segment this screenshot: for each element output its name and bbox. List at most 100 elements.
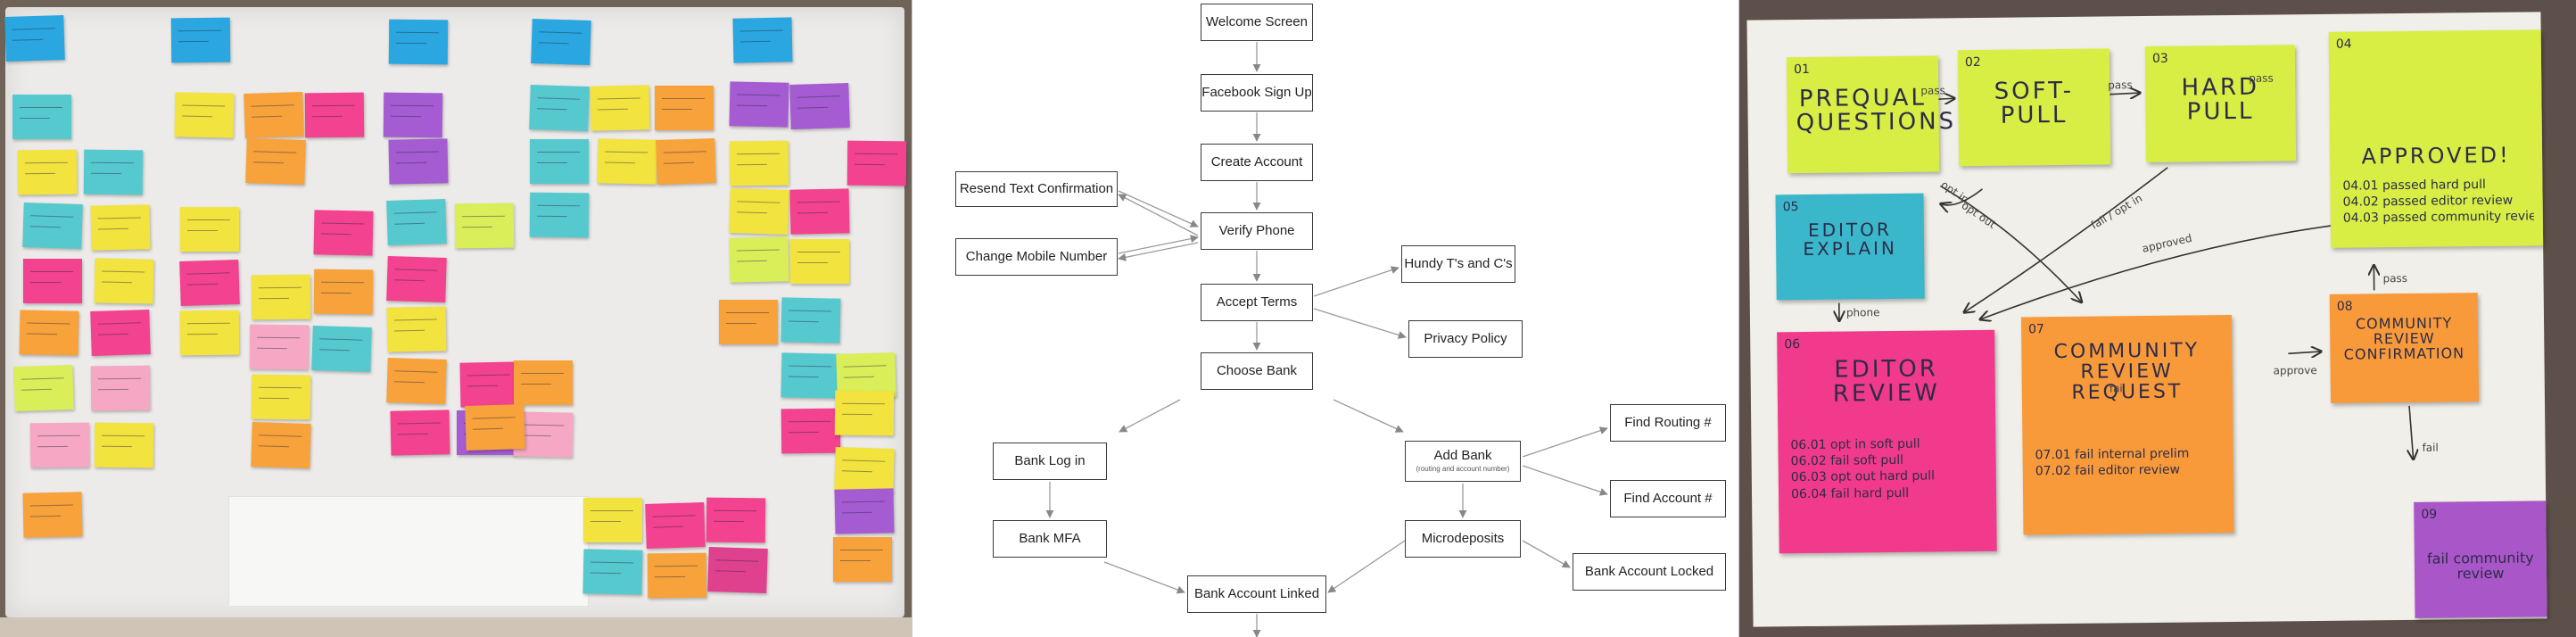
sticky-note bbox=[590, 85, 650, 131]
arrow-label-pass: pass bbox=[1920, 84, 1945, 97]
note-title: APPROVED! bbox=[2361, 142, 2511, 170]
flow-connector bbox=[1327, 540, 1406, 593]
sticky-note bbox=[313, 210, 374, 256]
hundy-terms-node[interactable]: Hundy T's and C's bbox=[1401, 245, 1515, 283]
note-line: 06.03 opt out hard pull bbox=[1790, 468, 1936, 485]
sticky-note bbox=[834, 390, 895, 436]
left-photo-panel bbox=[0, 0, 912, 637]
arrow-label-pass: pass bbox=[2249, 71, 2274, 85]
node-label: Bank MFA bbox=[1019, 530, 1081, 546]
resend-text-confirmation-node[interactable]: Resend Text Confirmation bbox=[955, 171, 1118, 207]
privacy-policy-node[interactable]: Privacy Policy bbox=[1408, 320, 1523, 358]
microdeposits-node[interactable]: Microdeposits bbox=[1405, 520, 1521, 558]
node-label: Bank Log in bbox=[1014, 452, 1086, 468]
sticky-note bbox=[386, 306, 447, 352]
note-lines: 06.01 opt in soft pull 06.02 fail soft p… bbox=[1790, 435, 1987, 502]
flow-connector bbox=[1118, 235, 1199, 254]
flow-connector bbox=[1118, 190, 1199, 228]
sticky-note bbox=[780, 352, 841, 399]
change-mobile-number-node[interactable]: Change Mobile Number bbox=[955, 238, 1118, 276]
note-number: 01 bbox=[1793, 62, 1810, 78]
note-title: EDITOR EXPLAIN bbox=[1803, 218, 1898, 261]
create-account-node[interactable]: Create Account bbox=[1201, 144, 1313, 181]
note-lines: 07.01 fail internal prelim 07.02 fail ed… bbox=[2035, 445, 2224, 480]
sticky-note bbox=[729, 236, 789, 283]
sticky-note bbox=[12, 95, 71, 139]
sticky-note bbox=[13, 364, 74, 412]
sticky-note bbox=[834, 446, 895, 494]
note-fail-community-review: 09 fail community review bbox=[2414, 500, 2547, 618]
sticky-note bbox=[388, 19, 449, 65]
sticky-note bbox=[29, 422, 90, 468]
sticky-note bbox=[304, 92, 365, 138]
sticky-note bbox=[529, 84, 590, 132]
note-number: 09 bbox=[2421, 507, 2438, 522]
note-lines: 04.01 passed hard pull 04.02 passed edit… bbox=[2342, 176, 2534, 227]
verify-phone-node[interactable]: Verify Phone bbox=[1201, 212, 1313, 250]
sticky-note bbox=[179, 259, 240, 307]
flow-connector bbox=[1313, 308, 1407, 339]
note-community-review-confirmation: 08 COMMUNITY REVIEW CONFIRMATION bbox=[2329, 293, 2479, 403]
sticky-note bbox=[386, 255, 447, 303]
sticky-note bbox=[251, 374, 311, 420]
node-label: Accept Terms bbox=[1216, 294, 1298, 310]
sticky-note bbox=[22, 202, 83, 250]
note-title: EDITOR REVIEW bbox=[1832, 355, 1941, 408]
flow-connector bbox=[1119, 399, 1181, 433]
sticky-note bbox=[17, 149, 78, 195]
sticky-note bbox=[245, 137, 306, 186]
arrow-label-pass: pass bbox=[2108, 79, 2133, 92]
find-routing-node[interactable]: Find Routing # bbox=[1610, 404, 1726, 442]
bank-mfa-node[interactable]: Bank MFA bbox=[993, 520, 1107, 558]
sticky-note bbox=[179, 310, 240, 356]
note-line: 06.04 fail hard pull bbox=[1790, 485, 1910, 501]
sticky-note bbox=[729, 140, 789, 186]
sticky-note bbox=[390, 410, 450, 456]
right-photo-panel: 01 PREQUAL QUESTIONS 02 SOFT- PULL 03 HA… bbox=[1739, 0, 2576, 637]
node-label: Bank Account Locked bbox=[1584, 563, 1714, 579]
sticky-note bbox=[707, 546, 768, 594]
node-label: Hundy T's and C's bbox=[1404, 255, 1513, 271]
note-title: COMMUNITY REVIEW REQUEST bbox=[2053, 339, 2200, 405]
note-title: PREQUAL QUESTIONS bbox=[1796, 84, 1957, 137]
sticky-note bbox=[582, 549, 643, 595]
sticky-note bbox=[249, 324, 310, 370]
add-bank-node[interactable]: Add Bank(routing and account number) bbox=[1405, 441, 1521, 482]
sticky-note bbox=[386, 357, 447, 405]
flow-connector bbox=[1118, 242, 1199, 261]
accept-terms-node[interactable]: Accept Terms bbox=[1201, 284, 1313, 321]
bank-account-locked-node[interactable]: Bank Account Locked bbox=[1573, 553, 1726, 591]
welcome-screen-node[interactable]: Welcome Screen bbox=[1201, 4, 1313, 41]
note-editor-review: 06 EDITOR REVIEW 06.01 opt in soft pull … bbox=[1777, 329, 1997, 554]
find-account-node[interactable]: Find Account # bbox=[1610, 480, 1726, 517]
arrow-label-fail: fail bbox=[2422, 441, 2439, 454]
sticky-note bbox=[732, 17, 793, 63]
note-line: 07.01 fail internal prelim bbox=[2035, 446, 2190, 463]
bank-log-in-node[interactable]: Bank Log in bbox=[993, 443, 1107, 480]
note-soft-pull: 02 SOFT- PULL bbox=[1957, 48, 2111, 167]
sticky-note bbox=[83, 149, 144, 195]
node-label: Find Routing # bbox=[1624, 414, 1712, 430]
node-label: Change Mobile Number bbox=[965, 248, 1108, 264]
bank-account-linked-node[interactable]: Bank Account Linked bbox=[1187, 575, 1326, 613]
note-number: 08 bbox=[2336, 299, 2353, 314]
flow-connector bbox=[1313, 266, 1399, 297]
node-label: Resend Text Confirmation bbox=[959, 180, 1114, 196]
sticky-note bbox=[834, 488, 895, 534]
node-label: Verify Phone bbox=[1218, 222, 1295, 238]
sticky-note bbox=[180, 207, 239, 252]
choose-bank-node[interactable]: Choose Bank bbox=[1201, 352, 1313, 390]
arrow-label-phone: phone bbox=[1845, 306, 1880, 319]
facebook-sign-up-node[interactable]: Facebook Sign Up bbox=[1201, 74, 1313, 112]
note-title: COMMUNITY REVIEW CONFIRMATION bbox=[2343, 314, 2465, 363]
node-label: Find Account # bbox=[1623, 490, 1713, 506]
flow-connector bbox=[1103, 561, 1185, 594]
sticky-note bbox=[583, 498, 642, 542]
user-flow-diagram: Welcome Screen Facebook Sign Up Create A… bbox=[912, 0, 1739, 637]
sticky-note bbox=[645, 501, 706, 550]
sticky-note bbox=[90, 204, 151, 251]
node-label: Choose Bank bbox=[1216, 362, 1298, 378]
sticky-note bbox=[386, 198, 447, 246]
flow-connectors bbox=[1045, 42, 1608, 637]
sticky-note bbox=[244, 91, 304, 139]
